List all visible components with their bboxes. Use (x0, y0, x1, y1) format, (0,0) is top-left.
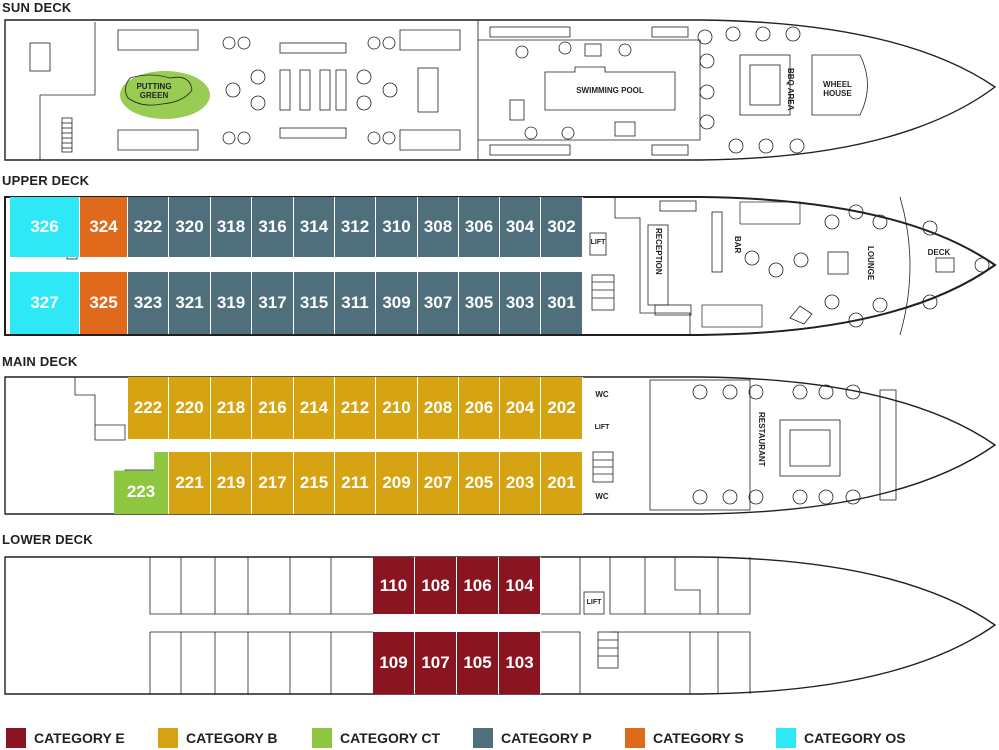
cabin-214[interactable]: 214 (294, 377, 335, 439)
cabin-315[interactable]: 315 (294, 272, 335, 334)
cabin-220[interactable]: 220 (169, 377, 211, 439)
cabin-209[interactable]: 209 (376, 452, 418, 514)
cabin-206[interactable]: 206 (459, 377, 500, 439)
upper-lift-label: LIFT (590, 239, 606, 246)
cabin-103[interactable]: 103 (499, 632, 541, 694)
legend-label: CATEGORY CT (340, 730, 441, 746)
putting-green-shape (120, 71, 210, 119)
upper-deck-hull (4, 196, 997, 336)
cabin-321[interactable]: 321 (169, 272, 211, 334)
main-wc-bottom-label: WC (595, 492, 609, 501)
cabin-211[interactable]: 211 (335, 452, 376, 514)
lower-deck-title: LOWER DECK (2, 532, 93, 547)
legend-swatch (473, 728, 493, 748)
cabin-322[interactable]: 322 (128, 197, 169, 257)
cabin-109[interactable]: 109 (373, 632, 415, 694)
cabin-324[interactable]: 324 (80, 197, 128, 257)
legend-item: CATEGORY P (473, 728, 592, 748)
cabin-210[interactable]: 210 (376, 377, 418, 439)
bbq-area-label: BBQ AREA (786, 68, 795, 111)
cabin-312[interactable]: 312 (335, 197, 376, 257)
cabin-310[interactable]: 310 (376, 197, 418, 257)
lounge-label: LOUNGE (866, 246, 875, 281)
legend-item: CATEGORY S (625, 728, 744, 748)
legend-swatch (158, 728, 178, 748)
cabin-204[interactable]: 204 (500, 377, 541, 439)
cabin-302[interactable]: 302 (541, 197, 583, 257)
cabin-212[interactable]: 212 (335, 377, 376, 439)
cabin-304[interactable]: 304 (500, 197, 541, 257)
cabin-316[interactable]: 316 (252, 197, 294, 257)
sun-deck-title: SUN DECK (2, 0, 72, 15)
cabin-108[interactable]: 108 (415, 557, 457, 614)
cabin-320[interactable]: 320 (169, 197, 211, 257)
legend-label: CATEGORY OS (804, 730, 906, 746)
cabin-317[interactable]: 317 (252, 272, 294, 334)
lower-lift-label: LIFT (586, 599, 602, 606)
cabin-309[interactable]: 309 (376, 272, 418, 334)
cabin-308[interactable]: 308 (418, 197, 459, 257)
legend-swatch (776, 728, 796, 748)
sun-deck-hull (4, 19, 997, 161)
cabin-203[interactable]: 203 (500, 452, 541, 514)
legend-item: CATEGORY E (6, 728, 125, 748)
cabin-221[interactable]: 221 (169, 452, 211, 514)
deck-label: DECK (927, 248, 951, 257)
legend-label: CATEGORY E (34, 730, 125, 746)
cabin-303[interactable]: 303 (500, 272, 541, 334)
main-lift-label: LIFT (594, 424, 610, 431)
legend-label: CATEGORY B (186, 730, 278, 746)
cabin-104[interactable]: 104 (499, 557, 541, 614)
cabin-325[interactable]: 325 (80, 272, 128, 334)
legend-item: CATEGORY B (158, 728, 278, 748)
cabin-307[interactable]: 307 (418, 272, 459, 334)
cabin-208[interactable]: 208 (418, 377, 459, 439)
legend-swatch (312, 728, 332, 748)
lower-deck-hull (4, 556, 997, 695)
cabin-301[interactable]: 301 (541, 272, 583, 334)
cabin-201[interactable]: 201 (541, 452, 583, 514)
cabin-218[interactable]: 218 (211, 377, 252, 439)
cabin-222[interactable]: 222 (128, 377, 169, 439)
main-deck-hull (4, 376, 997, 515)
main-deck-title: MAIN DECK (2, 354, 78, 369)
restaurant-label: RESTAURANT (757, 412, 766, 467)
legend-swatch (6, 728, 26, 748)
cabin-106[interactable]: 106 (457, 557, 499, 614)
legend-item: CATEGORY OS (776, 728, 906, 748)
cabin-216[interactable]: 216 (252, 377, 294, 439)
putting-green-label: PUTTING GREEN (136, 82, 172, 100)
main-wc-top-label: WC (595, 390, 609, 399)
legend-label: CATEGORY S (653, 730, 744, 746)
cabin-306[interactable]: 306 (459, 197, 500, 257)
legend-label: CATEGORY P (501, 730, 592, 746)
cabin-305[interactable]: 305 (459, 272, 500, 334)
cabin-319[interactable]: 319 (211, 272, 252, 334)
wheel-house-label: WHEEL HOUSE (823, 80, 852, 98)
cabin-318[interactable]: 318 (211, 197, 252, 257)
cabin-327[interactable]: 327 (10, 272, 80, 334)
cabin-311[interactable]: 311 (335, 272, 376, 334)
cabin-202[interactable]: 202 (541, 377, 583, 439)
cabin-323[interactable]: 323 (128, 272, 169, 334)
cabin-217[interactable]: 217 (252, 452, 294, 514)
cabin-207[interactable]: 207 (418, 452, 459, 514)
reception-label: RECEPTION (654, 228, 663, 275)
cabin-105[interactable]: 105 (457, 632, 499, 694)
bar-label: BAR (733, 236, 742, 254)
legend-swatch (625, 728, 645, 748)
swimming-pool-label: SWIMMING POOL (576, 86, 644, 95)
cabin-326[interactable]: 326 (10, 197, 80, 257)
legend-item: CATEGORY CT (312, 728, 440, 748)
cabin-110[interactable]: 110 (373, 557, 415, 614)
cabin-219[interactable]: 219 (211, 452, 252, 514)
cabin-314[interactable]: 314 (294, 197, 335, 257)
upper-deck-title: UPPER DECK (2, 173, 90, 188)
cabin-107[interactable]: 107 (415, 632, 457, 694)
cabin-205[interactable]: 205 (459, 452, 500, 514)
cabin-215[interactable]: 215 (294, 452, 335, 514)
